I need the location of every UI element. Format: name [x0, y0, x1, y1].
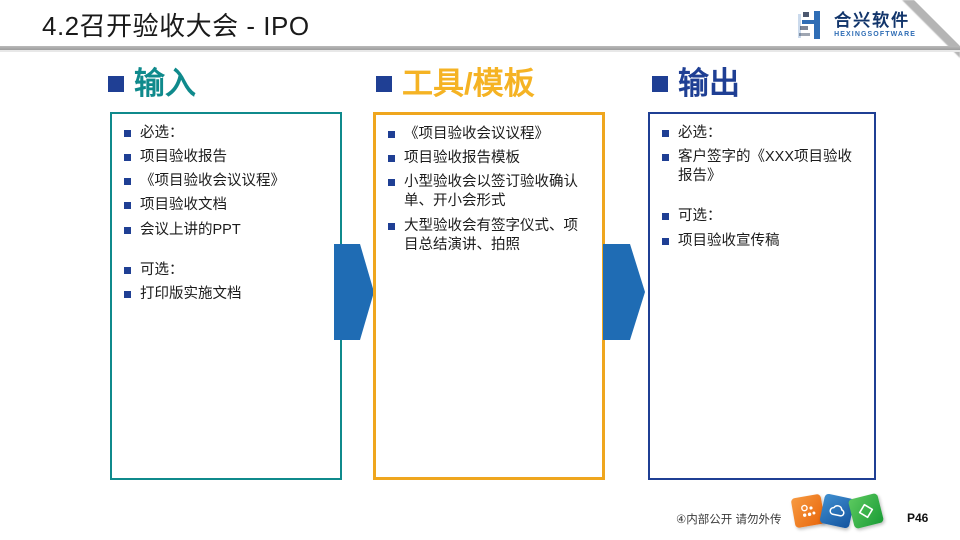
page-curl-decoration — [898, 0, 960, 62]
list-item: 可选： — [124, 261, 330, 280]
item-list-input: 必选： 项目验收报告 《项目验收会议议程》 项目验收文档 会议上讲的PPT 可选… — [112, 114, 340, 304]
column-heading-input: 输入 — [108, 68, 196, 99]
square-bullet-icon — [388, 131, 395, 138]
list-item: 可选： — [662, 207, 864, 226]
molecule-cube-icon — [790, 493, 826, 529]
square-bullet-icon — [662, 154, 669, 162]
square-bullet-icon — [124, 266, 131, 274]
square-bullet-icon — [124, 130, 131, 137]
list-spacer — [662, 191, 864, 207]
list-item: 必选： — [662, 124, 864, 143]
confidential-note: ④内部公开 请勿外传 — [676, 514, 782, 526]
column-heading-label-tools: 工具/模板 — [402, 66, 535, 101]
item-list-output: 必选： 客户签字的《XXX项目验收报告》 可选： 项目验收宣传稿 — [650, 114, 874, 251]
column-heading-output: 输出 — [652, 68, 740, 99]
heading-square-bullet-icon — [108, 75, 124, 92]
page-number: P46 — [907, 511, 929, 525]
list-item: 小型验收会以签订验收确认单、开小会形式 — [388, 173, 592, 211]
square-bullet-icon — [388, 179, 395, 187]
square-bullet-icon — [124, 178, 131, 186]
list-item: 客户签字的《XXX项目验收报告》 — [662, 148, 864, 186]
list-item: 会议上讲的PPT — [124, 221, 330, 240]
square-bullet-icon — [388, 155, 395, 163]
list-item: 《项目验收会议议程》 — [124, 172, 330, 191]
list-item: 打印版实施文档 — [124, 285, 330, 304]
square-bullet-icon — [662, 130, 669, 137]
list-item: 项目验收宣传稿 — [662, 232, 864, 251]
chevron-right-icon — [603, 244, 645, 340]
list-item: 项目验收报告模板 — [388, 149, 592, 168]
heading-square-bullet-icon — [376, 75, 392, 92]
company-logo: 合兴软件 HEXINGSOFTWARE — [794, 5, 916, 45]
brand-cubes-decoration — [790, 492, 885, 530]
logo-text-block: 合兴软件 HEXINGSOFTWARE — [834, 12, 916, 38]
square-bullet-icon — [124, 154, 131, 162]
h-monogram-icon — [794, 8, 828, 42]
column-box-tools: 《项目验收会议议程》 项目验收报告模板 小型验收会以签订验收确认单、开小会形式 … — [373, 112, 605, 480]
arrow-input-to-tools — [334, 244, 374, 345]
square-bullet-icon — [124, 202, 131, 210]
column-heading-tools: 工具/模板 — [376, 68, 535, 99]
header-divider-secondary — [0, 50, 960, 52]
column-heading-label-output: 输出 — [678, 66, 740, 101]
square-bullet-icon — [662, 213, 669, 221]
list-item: 大型验收会有签字仪式、项目总结演讲、拍照 — [388, 217, 592, 255]
logo-name-cn: 合兴软件 — [834, 11, 911, 30]
item-list-tools: 《项目验收会议议程》 项目验收报告模板 小型验收会以签订验收确认单、开小会形式 … — [376, 115, 602, 255]
list-item: 必选： — [124, 124, 330, 143]
arrow-tools-to-output — [603, 244, 645, 345]
slide-header: 4.2召开验收大会 - IPO 合兴软件 HEXINGSOFTWARE — [0, 0, 960, 58]
diamond-cube-icon — [847, 492, 885, 530]
square-bullet-icon — [662, 237, 669, 245]
chevron-right-icon — [334, 244, 374, 340]
column-heading-label-input: 输入 — [134, 66, 196, 101]
square-bullet-icon — [124, 226, 131, 234]
header-divider — [0, 46, 960, 50]
list-spacer — [124, 245, 330, 261]
heading-square-bullet-icon — [652, 75, 668, 92]
list-item: 项目验收报告 — [124, 148, 330, 167]
cloud-cube-icon — [819, 493, 855, 529]
column-box-output: 必选： 客户签字的《XXX项目验收报告》 可选： 项目验收宣传稿 — [648, 112, 876, 480]
square-bullet-icon — [124, 290, 131, 298]
square-bullet-icon — [388, 222, 395, 230]
page-title: 4.2召开验收大会 - IPO — [42, 11, 310, 41]
column-box-input: 必选： 项目验收报告 《项目验收会议议程》 项目验收文档 会议上讲的PPT 可选… — [110, 112, 342, 480]
logo-name-en: HEXINGSOFTWARE — [834, 31, 916, 38]
list-item: 《项目验收会议议程》 — [388, 125, 592, 144]
list-item: 项目验收文档 — [124, 196, 330, 215]
